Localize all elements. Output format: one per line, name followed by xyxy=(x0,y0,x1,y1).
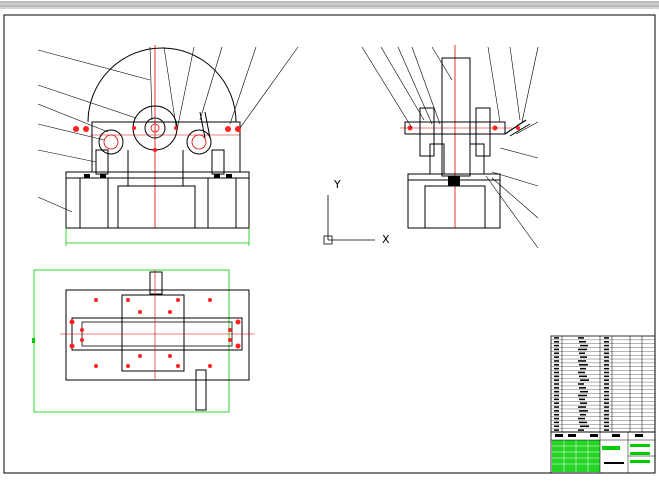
bom-cell-mark xyxy=(554,379,559,381)
bom-cell-mark xyxy=(604,387,609,389)
bom-cell-mark xyxy=(604,344,609,347)
bom-cell-mark xyxy=(578,406,586,408)
bom-cell-mark xyxy=(604,367,609,370)
bom-cell-mark xyxy=(554,375,559,378)
bom-cell-mark xyxy=(578,394,587,397)
ucs-axes-icon: Y X xyxy=(323,178,390,246)
bom-cell-mark xyxy=(578,429,584,431)
bom-cell-mark xyxy=(604,360,609,362)
bom-cell-mark xyxy=(579,364,588,366)
bom-cell-mark xyxy=(580,390,588,393)
bom-cell-mark xyxy=(554,371,559,374)
bom-cell-mark xyxy=(554,413,559,416)
bom-cell-mark xyxy=(579,340,586,343)
bom-cell-mark xyxy=(554,390,559,393)
axis-y-label: Y xyxy=(333,178,341,191)
bom-cell-mark xyxy=(604,383,609,385)
bom-cell-mark xyxy=(578,360,586,362)
bom-cell-mark xyxy=(554,410,559,412)
bom-cell-mark xyxy=(554,394,559,397)
axis-x-label: X xyxy=(382,233,390,246)
bom-cell-mark xyxy=(579,410,588,412)
bom-cell-mark xyxy=(604,371,609,374)
bom-cell-mark xyxy=(554,429,559,431)
bom-cell-mark xyxy=(579,398,585,401)
bom-cell-mark xyxy=(554,356,559,358)
bom-cell-mark xyxy=(554,398,559,401)
bom-cell-mark xyxy=(579,375,587,378)
bom-cell-mark xyxy=(554,406,559,408)
bom-cell-mark xyxy=(554,383,559,385)
bom-cell-mark xyxy=(604,352,609,355)
top-view xyxy=(32,269,255,413)
bom-cell-mark xyxy=(554,402,559,404)
bom-cell-mark xyxy=(579,421,587,424)
front-view xyxy=(37,45,299,246)
bom-cell-mark xyxy=(580,367,586,370)
bom-cell-mark xyxy=(578,371,585,374)
bom-cell-mark xyxy=(554,364,559,366)
bom-cell-mark xyxy=(578,417,585,420)
bom-cell-mark xyxy=(604,413,609,416)
bom-cell-mark xyxy=(580,402,587,404)
bom-cell-mark xyxy=(579,352,585,355)
bom-table xyxy=(550,335,656,433)
bom-cell-mark xyxy=(604,340,609,343)
bom-cell-mark xyxy=(604,425,609,428)
bom-cell-mark xyxy=(554,340,559,343)
bom-cell-mark xyxy=(578,337,584,339)
bom-cell-mark xyxy=(554,348,559,351)
bom-cell-mark xyxy=(554,352,559,355)
sheet-border xyxy=(3,14,656,474)
bom-cell-mark xyxy=(604,429,609,431)
bom-cell-mark xyxy=(554,337,559,339)
bom-cell-mark xyxy=(554,387,559,389)
bom-cell-mark xyxy=(554,421,559,424)
bom-cell-mark xyxy=(580,379,589,381)
title-block xyxy=(550,431,656,474)
bom-cell-mark xyxy=(580,344,588,347)
bom-cell-mark xyxy=(578,383,584,385)
bom-cell-mark xyxy=(604,398,609,401)
bom-cell-mark xyxy=(580,356,587,358)
bom-cell-mark xyxy=(604,375,609,378)
bom-cell-mark xyxy=(604,364,609,366)
bom-cell-mark xyxy=(604,394,609,397)
bom-cell-mark xyxy=(554,344,559,347)
bom-cell-mark xyxy=(604,356,609,358)
bom-cell-mark xyxy=(578,348,587,351)
bom-cell-mark xyxy=(604,348,609,351)
bom-cell-mark xyxy=(604,379,609,381)
bom-cell-mark xyxy=(580,413,586,416)
bom-cell-mark xyxy=(604,402,609,404)
bom-cell-mark xyxy=(580,425,589,428)
side-view xyxy=(361,45,539,249)
bom-cell-mark xyxy=(554,417,559,420)
bom-cell-mark xyxy=(604,410,609,412)
bom-cell-mark xyxy=(554,367,559,370)
bom-cell-mark xyxy=(604,390,609,393)
toolbar-strip xyxy=(0,0,659,10)
bom-cell-mark xyxy=(604,406,609,408)
bom-cell-mark xyxy=(604,421,609,424)
bom-cell-mark xyxy=(554,360,559,362)
bom-cell-mark xyxy=(554,425,559,428)
bom-cell-mark xyxy=(604,337,609,339)
bom-cell-mark xyxy=(604,417,609,420)
bom-cell-mark xyxy=(579,387,586,389)
